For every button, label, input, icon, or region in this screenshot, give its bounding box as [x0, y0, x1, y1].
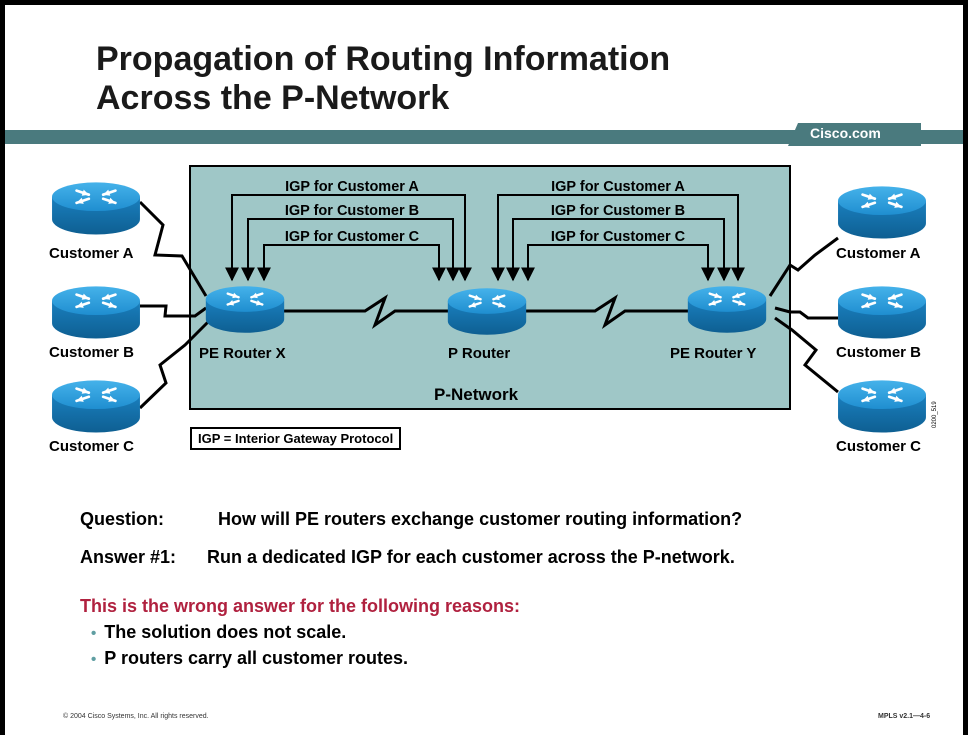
igp-label-bg: [532, 201, 704, 218]
router-icon: [50, 379, 142, 434]
customer-left-a-label: Customer A: [49, 245, 134, 262]
igp-label-right-a: IGP for Customer A: [551, 179, 685, 195]
brand-tab: [788, 123, 921, 146]
bullet-icon: •: [91, 651, 97, 668]
igp-label-left-a: IGP for Customer A: [285, 179, 419, 195]
igp-label-right-c: IGP for Customer C: [551, 229, 686, 245]
question-text: How will PE routers exchange customer ro…: [218, 509, 743, 529]
title-line-2: Across the P-Network: [96, 79, 450, 117]
customer-left-c-label: Customer C: [49, 438, 134, 455]
reason-text: P routers carry all customer routes.: [104, 648, 409, 668]
question-line: Question: How will PE routers exchange cu…: [80, 509, 742, 530]
legend-box: IGP = Interior Gateway Protocol: [190, 427, 402, 450]
list-item: • The solution does not scale.: [91, 620, 408, 646]
course-id: MPLS v2.1—4-6: [878, 713, 931, 720]
serial-link-icon: [138, 200, 839, 410]
reason-list: • The solution does not scale. • P routers…: [91, 620, 408, 672]
customer-right-a-label: Customer A: [836, 245, 921, 262]
router-icon: [446, 287, 528, 336]
router-icon: [836, 285, 928, 340]
copyright: © 2004 Cisco Systems, Inc. All rights re…: [63, 713, 209, 720]
answer-text: Run a dedicated IGP for each customer ac…: [207, 547, 735, 567]
arrow-down-icon: [225, 194, 745, 282]
router-icon: [50, 181, 142, 236]
figure-code: 0200_519: [932, 401, 938, 428]
answer-line: Answer #1: Run a dedicated IGP for each c…: [80, 547, 735, 568]
router-icon: [836, 185, 928, 240]
igp-label-bg: [532, 227, 704, 244]
p-network-label: P-Network: [434, 385, 519, 404]
router-icon: [204, 285, 286, 334]
header-bar: [5, 130, 963, 144]
reason-text: The solution does not scale.: [104, 622, 347, 642]
igp-label-left-c: IGP for Customer C: [285, 229, 420, 245]
question-key: Question:: [80, 509, 164, 529]
page-title: Propagation of Routing Information Acros…: [96, 40, 856, 118]
router-label-p: P Router: [448, 345, 510, 362]
igp-label-right-b: IGP for Customer B: [551, 203, 685, 219]
igp-label-bg: [266, 177, 438, 194]
answer-key: Answer #1:: [80, 547, 177, 567]
customer-right-b-label: Customer B: [836, 344, 921, 361]
igp-label-bg: [266, 201, 438, 218]
router-label-pe-y: PE Router Y: [670, 345, 756, 362]
igp-label-left-b: IGP for Customer B: [285, 203, 419, 219]
list-item: • P routers carry all customer routes.: [91, 646, 408, 672]
router-icon: [686, 285, 768, 334]
igp-label-bg: [532, 177, 704, 194]
router-label-pe-x: PE Router X: [199, 345, 286, 362]
igp-label-bg: [266, 227, 438, 244]
reason-heading: This is the wrong answer for the followi…: [80, 596, 521, 616]
title-line-1: Propagation of Routing Information: [96, 40, 671, 78]
customer-right-c-label: Customer C: [836, 438, 921, 455]
bullet-icon: •: [91, 625, 97, 642]
router-icon: [50, 285, 142, 340]
customer-left-b-label: Customer B: [49, 344, 134, 361]
router-icon: [836, 379, 928, 434]
brand-label: Cisco.com: [810, 125, 881, 141]
